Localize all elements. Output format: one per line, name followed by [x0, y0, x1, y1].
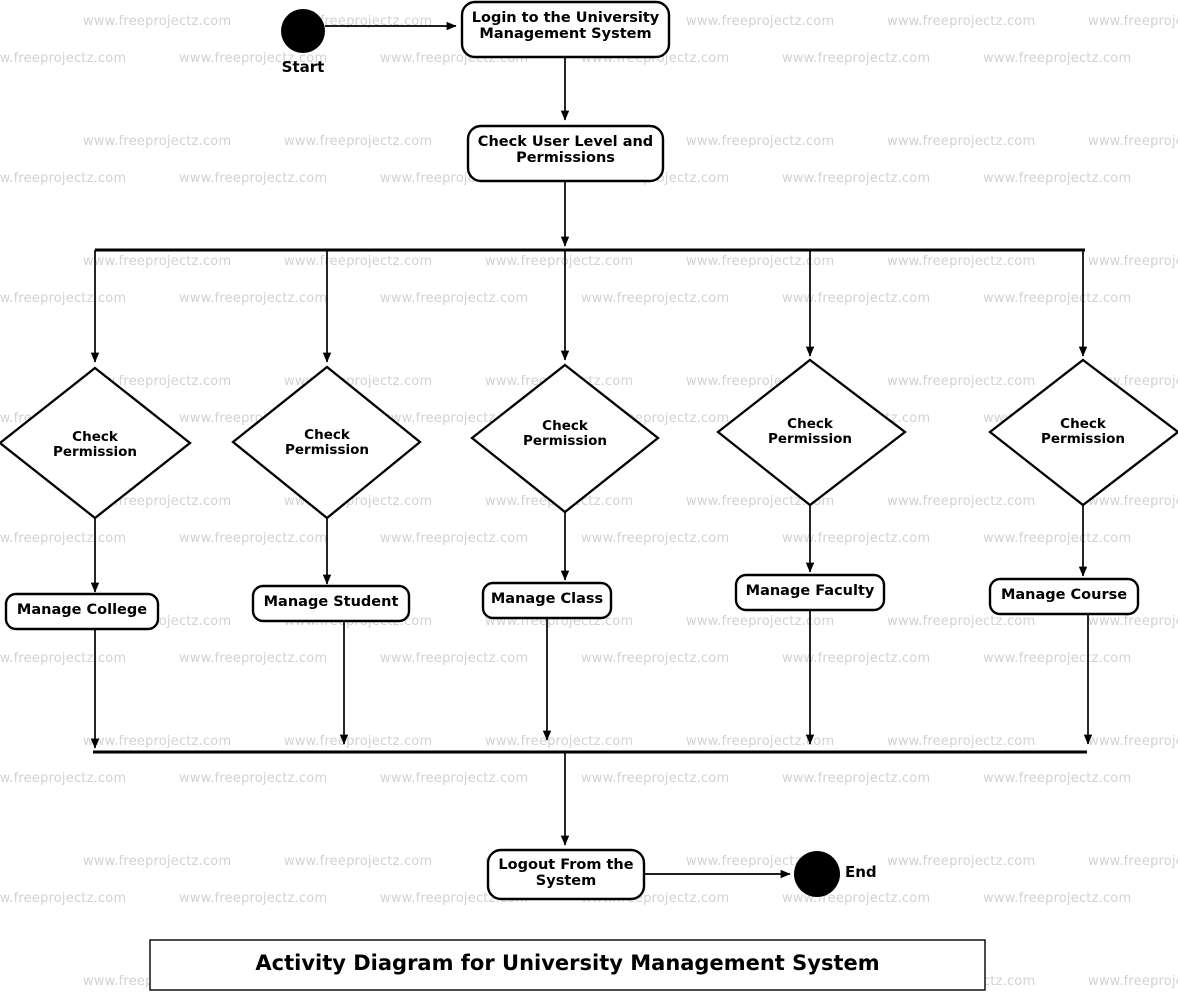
check-user-action-label[interactable]: Check User Level and Permissions	[477, 134, 654, 167]
manage-faculty-label[interactable]: Manage Faculty	[745, 583, 875, 599]
end-label: End	[845, 863, 877, 881]
manage-college-label[interactable]: Manage College	[16, 602, 148, 618]
diagram-title: Activity Diagram for University Manageme…	[255, 951, 880, 975]
login-action-label[interactable]: Login to the University Management Syste…	[471, 10, 660, 43]
manage-student-label[interactable]: Manage Student	[263, 594, 399, 610]
decision-label-3[interactable]: Check Permission	[523, 418, 607, 450]
decision-label-2[interactable]: Check Permission	[285, 427, 369, 459]
manage-course-label[interactable]: Manage Course	[1000, 587, 1128, 603]
decision-label-1[interactable]: Check Permission	[53, 429, 137, 461]
title-frame	[149, 939, 986, 991]
manage-course-box	[988, 577, 1140, 616]
decision-label-5[interactable]: Check Permission	[1041, 416, 1125, 448]
end-node	[794, 851, 840, 897]
manage-class-label[interactable]: Manage Class	[490, 591, 604, 607]
decision-label-4[interactable]: Check Permission	[768, 416, 852, 448]
logout-action-label[interactable]: Logout From the System	[498, 857, 634, 890]
start-node	[281, 9, 325, 53]
manage-college-box	[4, 592, 160, 631]
manage-student-box	[251, 584, 411, 623]
start-label: Start	[281, 58, 325, 76]
